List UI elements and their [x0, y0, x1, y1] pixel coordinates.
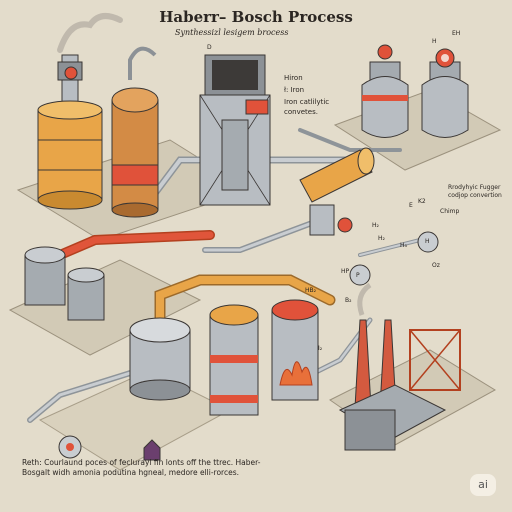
label-e: E [409, 202, 413, 209]
ai-badge: ai [470, 474, 496, 496]
label-rrodyhyic: Rrodyhyic Fugger [448, 184, 501, 191]
label-h2-mid: H₂ [372, 222, 379, 229]
label-oz: Oz [432, 262, 440, 269]
grey-reactor [129, 317, 191, 401]
label-convetes: convetes. [284, 108, 318, 116]
label-h3: H₃ [400, 242, 407, 249]
label-codjop: codjop convertion [448, 192, 502, 199]
horizontal-tank [299, 147, 375, 236]
molecule-icons [58, 231, 439, 461]
label-iron: ł: Iron [284, 86, 305, 94]
copper-column [111, 46, 159, 218]
label-h-right: H [425, 238, 430, 245]
label-p: P [356, 272, 360, 279]
label-eh: EH [452, 30, 461, 37]
twin-vessels [361, 44, 469, 138]
label-k2: K2 [418, 198, 426, 205]
caption: Reth: Courlaund poces of feclurayl fin l… [22, 458, 261, 477]
factory [338, 282, 461, 451]
pipes [27, 128, 422, 423]
label-chimp: Chimp [440, 208, 460, 215]
striped-column [209, 304, 259, 416]
label-b2: B₂ [345, 297, 352, 304]
label-hb2: HB₂ [305, 287, 317, 294]
page-title: Haberr– Bosch Process [159, 8, 353, 26]
label-d: D [207, 44, 212, 51]
page-subtitle: Synthessizl lesigem brocess [175, 28, 289, 37]
label-iron-catalytic: Iron catlilytic [284, 98, 330, 106]
label-hiron: Hiron [284, 74, 303, 82]
fire-reactor [271, 299, 319, 401]
label-h: H [432, 38, 437, 45]
orange-furnace [37, 13, 123, 210]
label-h2-top: H₂ [378, 235, 385, 242]
mesh-tanks [24, 246, 105, 321]
label-i2: I₂ [318, 345, 323, 352]
label-hp: HP [341, 268, 350, 275]
central-tower [199, 54, 271, 206]
